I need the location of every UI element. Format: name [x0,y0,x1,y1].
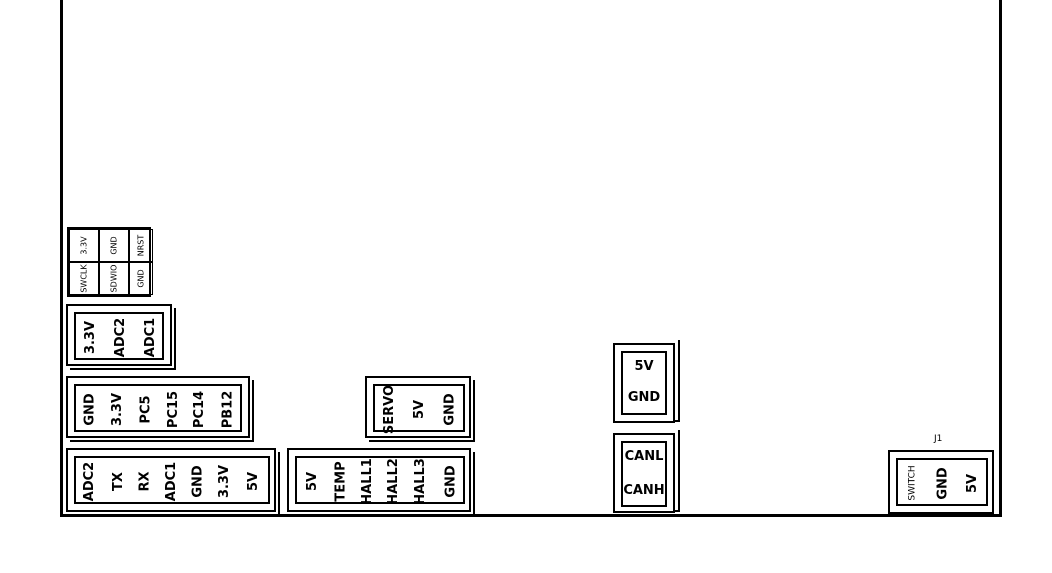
pin: RX [137,470,153,492]
pin: 3.3V [83,320,99,354]
j1-label: J1 [934,434,943,444]
pin: GND [627,390,661,405]
pin: 5V [246,471,262,491]
board-outline [60,0,1002,517]
pin: ADC1 [143,317,159,357]
pin: 3.3V [217,464,233,498]
pin: GND [82,392,98,426]
pin: 5V [634,359,654,374]
connector-shadow [369,380,475,442]
pin: ADC1 [164,461,180,501]
pin: PB12 [220,390,236,428]
pin: GND [442,392,458,426]
pin: GND [443,464,459,498]
swd-pin: 3.3V [69,229,100,262]
pin: TEMP [333,460,349,502]
j1-header: SWITCH GND 5V [888,450,994,514]
pin: HALL3 [412,457,428,505]
adc-header: 3.3V ADC2 ADC1 [66,304,172,366]
power-header: 5V GND [613,343,675,423]
pin: HALL1 [359,457,375,505]
pin: 5V [965,473,981,493]
pin: PC15 [166,390,182,428]
hall-header: 5V TEMP HALL1 HALL2 HALL3 GND [287,448,471,512]
pin: SERVO [382,384,398,434]
pin: 3.3V [110,392,126,426]
pin: CANL [624,449,664,464]
pin: HALL2 [385,457,401,505]
pin: TX [110,471,126,491]
gpio-header: GND 3.3V PC5 PC15 PC14 PB12 [66,376,250,438]
pin: SWITCH [908,465,919,501]
swd-header: 3.3V GND NRST SWCLK SDWIO GND [67,227,153,297]
swd-pin: GND [129,262,153,295]
connector-shadow [70,308,176,370]
swd-pin: NRST [129,229,153,262]
connector-shadow [291,452,475,516]
pin: GND [190,464,206,498]
swd-pin: SWCLK [69,262,100,295]
can-header: CANL CANH [613,433,675,513]
pin: 5V [305,471,321,491]
uart-header: ADC2 TX RX ADC1 GND 3.3V 5V [66,448,276,512]
pin: PC5 [138,394,154,424]
pin: ADC2 [113,317,129,357]
connector-shadow [70,380,254,442]
swd-pin: SDWIO [99,262,130,295]
pin: CANH [623,483,665,498]
connector-shadow [70,452,280,516]
pin: ADC2 [82,461,98,501]
swd-pin: GND [99,229,130,262]
servo-header: SERVO 5V GND [365,376,471,438]
pin: 5V [412,399,428,419]
pin: GND [935,466,951,500]
pin: PC14 [192,390,208,428]
